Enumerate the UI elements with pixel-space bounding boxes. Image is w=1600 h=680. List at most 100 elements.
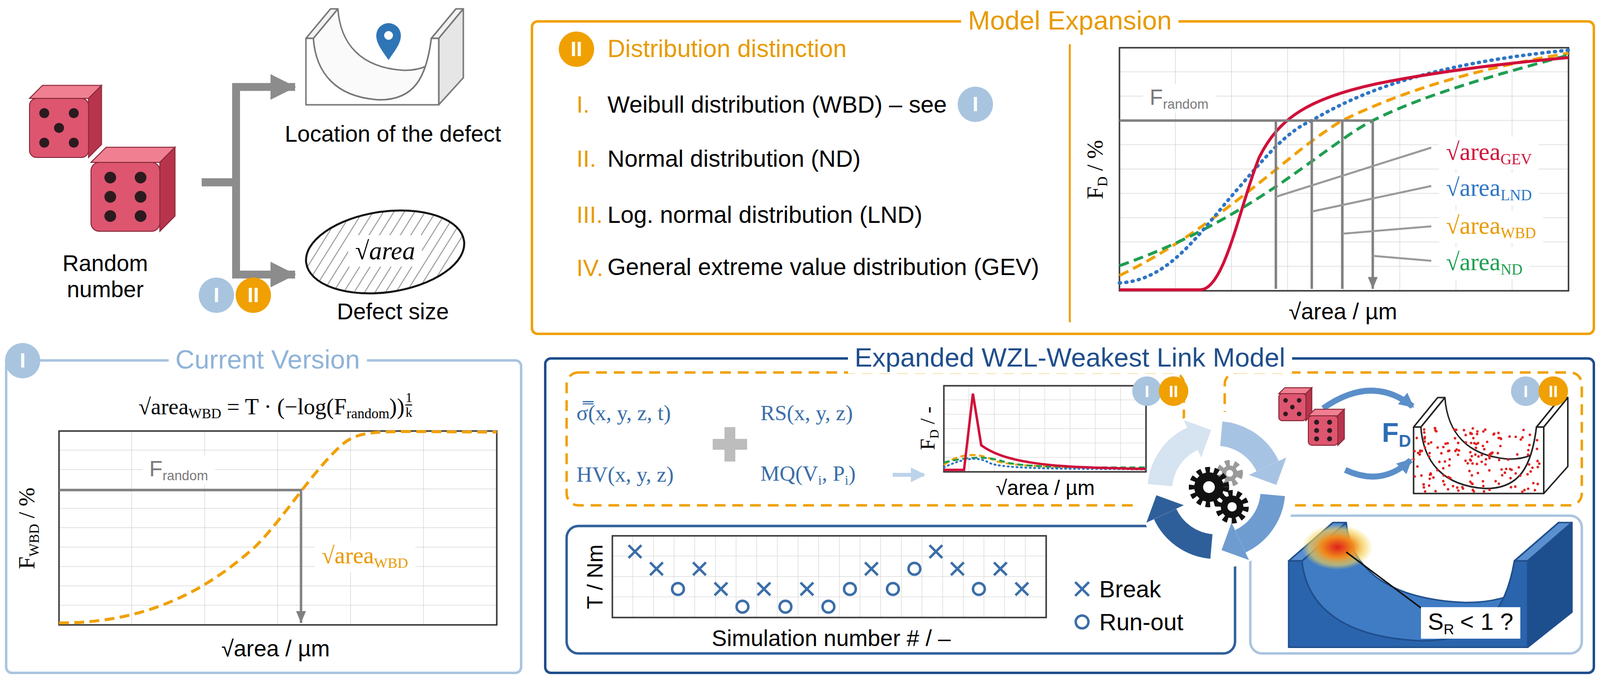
figure	[1526, 472, 1529, 476]
figure	[1412, 397, 1568, 494]
text-group: RS(x, y, z)	[760, 400, 853, 426]
label-text: WBD	[373, 554, 408, 571]
figure	[1501, 473, 1504, 477]
figure	[1442, 474, 1446, 477]
label-text: random	[1162, 96, 1208, 112]
text-group: III.	[576, 201, 603, 229]
text-group: FD	[1382, 416, 1412, 452]
defect-ellipse	[300, 200, 470, 303]
badge-number: I	[1144, 381, 1149, 401]
figure	[1308, 415, 1338, 446]
figure	[104, 210, 117, 222]
figure	[1456, 453, 1460, 456]
distribution-chart	[1119, 57, 1569, 290]
figure	[1483, 428, 1487, 431]
label-text: random	[346, 405, 390, 422]
figure	[1499, 437, 1503, 440]
step-badge: II	[235, 277, 272, 313]
figure	[1515, 452, 1519, 456]
panel-box: IIIModel Expansion	[530, 20, 1596, 335]
figure	[628, 544, 642, 558]
label-text: Break	[1099, 575, 1161, 603]
figure	[1521, 435, 1524, 439]
distribution-chart	[1119, 50, 1569, 283]
figure	[1427, 454, 1431, 458]
figure	[1471, 426, 1475, 430]
figure	[134, 210, 147, 222]
figure	[54, 122, 64, 133]
label-text: III.	[576, 201, 603, 228]
figure	[1220, 495, 1244, 518]
figure	[1442, 445, 1445, 449]
label-text: , P	[821, 461, 845, 486]
label-text: Model Expansion	[967, 5, 1172, 35]
distribution-chart	[1119, 47, 1569, 291]
figure	[1456, 441, 1460, 445]
label-text: D	[1094, 176, 1111, 187]
label-text: Location of the defect	[284, 120, 502, 147]
figure	[1464, 433, 1467, 437]
figure	[1422, 485, 1425, 489]
flow-arrow	[201, 87, 296, 183]
text-group: T / Nm	[582, 543, 608, 609]
figure	[1327, 427, 1332, 433]
figure	[1422, 483, 1425, 486]
figure	[1508, 435, 1511, 438]
figure	[1447, 475, 1450, 479]
figure	[1434, 489, 1437, 493]
text-group: II.	[576, 145, 597, 173]
figure	[1503, 471, 1507, 474]
text-group: Expanded WZL-Weakest Link Model	[847, 340, 1293, 374]
figure	[1433, 426, 1437, 430]
label-text: )	[848, 461, 856, 486]
label-text: Normal distribution (ND)	[607, 145, 861, 172]
input-group	[943, 385, 1147, 472]
label-text: WBD	[1500, 224, 1537, 242]
text-group: Current Version	[168, 342, 367, 376]
figure	[693, 562, 706, 575]
figure	[1484, 457, 1488, 461]
sub-box-outline	[1250, 515, 1582, 654]
figure	[1448, 449, 1451, 452]
figure	[800, 582, 814, 596]
figure-group: √areaDefect size	[295, 204, 492, 333]
figure	[1283, 411, 1288, 417]
label-text: √area	[355, 236, 416, 265]
text-group: √area / µm	[1288, 298, 1397, 325]
figure	[1443, 459, 1447, 463]
figure	[1413, 426, 1544, 494]
label-text: Current Version	[175, 344, 361, 374]
badge-number: I	[19, 348, 26, 373]
badge-number: II	[1548, 381, 1559, 401]
figure	[1491, 451, 1494, 454]
figure	[1543, 397, 1569, 494]
label-text: < 1 ?	[1460, 608, 1514, 635]
text-group: I.	[576, 90, 590, 119]
figure	[972, 582, 985, 595]
figure	[1476, 429, 1479, 433]
sample-arrows	[1323, 390, 1413, 409]
simulation-chart	[1075, 615, 1089, 629]
figure	[305, 38, 439, 105]
label-text: ND	[1500, 260, 1523, 278]
figure	[1297, 411, 1302, 417]
figure	[1535, 447, 1539, 451]
figure	[1436, 446, 1439, 449]
figure	[1451, 484, 1455, 487]
cycle-ground	[1137, 411, 1296, 569]
label-text: √area	[1446, 211, 1501, 240]
label-text: Expanded WZL-Weakest Link Model	[854, 342, 1286, 372]
figure	[1427, 483, 1431, 487]
figure	[1455, 448, 1458, 451]
label-text: General extreme value distribution (GEV)	[607, 253, 1040, 280]
figure	[1482, 447, 1486, 451]
figure	[1423, 435, 1426, 439]
figure	[1454, 428, 1458, 431]
label-text: Weibull distribution (WBD) – see	[607, 91, 947, 118]
text-group: Log. normal distribution (LND)	[607, 201, 923, 229]
figure	[1509, 467, 1512, 471]
figure	[1443, 483, 1446, 486]
label-text: LND	[1500, 186, 1533, 204]
figure	[1221, 522, 1250, 560]
figure	[1462, 428, 1466, 432]
